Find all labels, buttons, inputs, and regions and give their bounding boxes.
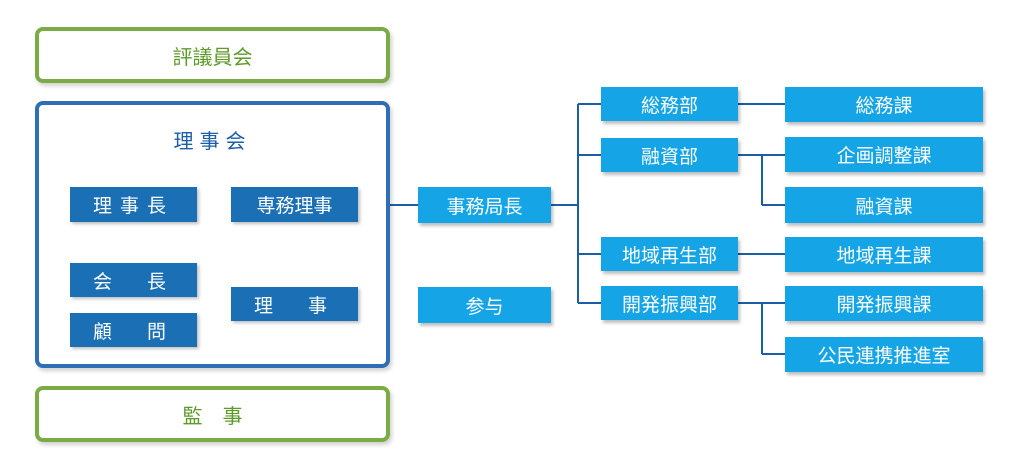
managing-director-box: 専務理事: [231, 187, 358, 222]
department-box-general-affairs: 総務部: [601, 87, 738, 121]
director-label: 理 事: [253, 294, 335, 317]
chairman-label: 理事長: [92, 195, 174, 217]
section-box: 融資課: [785, 187, 983, 223]
chairman-box: 理事長: [70, 187, 197, 222]
department-label: 総務部: [640, 94, 698, 117]
counselor-label: 参与: [465, 295, 504, 318]
section-label: 地域再生課: [836, 245, 932, 267]
section-box: 総務課: [785, 87, 983, 122]
advisor-box: 顧 問: [70, 313, 197, 347]
managing-director-label: 専務理事: [256, 195, 333, 217]
advisor-label: 顧 問: [92, 320, 174, 343]
section-box: 公民連携推進室: [785, 337, 983, 372]
section-label: 公民連携推進室: [817, 345, 951, 367]
council-label: 評議員会: [172, 44, 253, 69]
auditor-box: 監 事: [35, 386, 390, 442]
president-box: 会 長: [70, 263, 197, 297]
section-box: 企画調整課: [785, 137, 983, 172]
auditor-label: 監 事: [182, 403, 243, 428]
counselor-box: 参与: [418, 287, 551, 323]
department-label: 開発振興部: [621, 293, 717, 316]
board-title: 理事会: [173, 129, 252, 153]
section-label: 企画調整課: [836, 145, 932, 167]
section-label: 開発振興課: [836, 294, 932, 316]
section-label: 総務課: [855, 95, 913, 117]
secretary-general-box: 事務局長: [418, 187, 551, 223]
director-box: 理 事: [231, 287, 358, 321]
department-label: 融資部: [640, 145, 698, 168]
department-box-finance: 融資部: [601, 138, 738, 172]
council-box: 評議員会: [35, 27, 390, 83]
section-label: 融資課: [855, 195, 913, 218]
secretary-general-label: 事務局長: [446, 195, 523, 218]
department-box-regional-revitalization: 地域再生部: [601, 237, 738, 271]
section-box: 地域再生課: [785, 237, 983, 272]
department-label: 地域再生部: [621, 244, 717, 267]
section-box: 開発振興課: [785, 286, 983, 321]
department-box-development: 開発振興部: [601, 286, 738, 320]
president-label: 会 長: [92, 270, 174, 293]
